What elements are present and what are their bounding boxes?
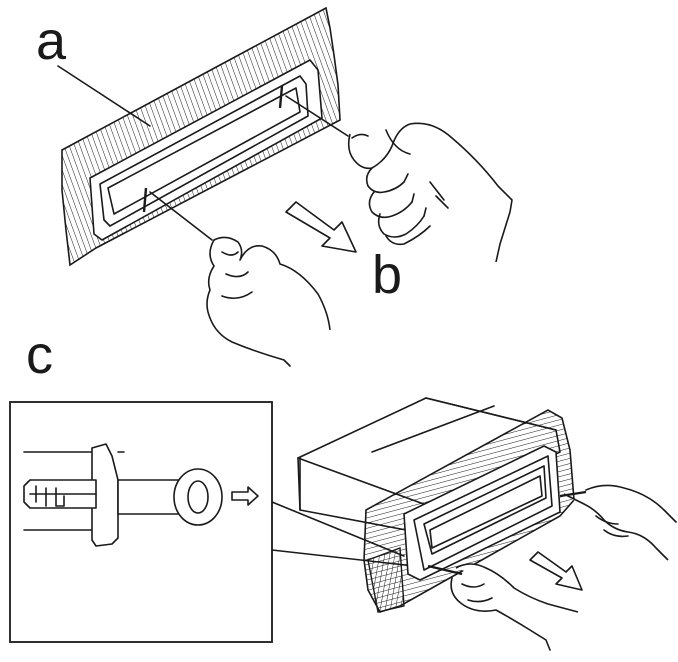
key-detail-box — [9, 401, 273, 643]
radio-unit — [297, 397, 575, 613]
arrow-c — [529, 551, 583, 591]
arrow-b — [285, 201, 357, 253]
left-hand-bottom — [427, 563, 579, 651]
dash-panel-top — [61, 6, 341, 267]
left-hand-top — [206, 236, 331, 367]
release-slot-left — [142, 187, 148, 213]
small-arrow — [231, 486, 259, 506]
release-slot-right — [278, 85, 284, 109]
leader-line-a — [57, 65, 151, 127]
pull-line-left — [149, 191, 213, 241]
pull-line-right — [285, 95, 349, 137]
label-a: a — [36, 11, 67, 71]
right-hand-bottom — [559, 484, 677, 561]
right-hand-top — [347, 122, 513, 263]
label-c: c — [26, 325, 53, 385]
label-b: b — [372, 245, 403, 305]
